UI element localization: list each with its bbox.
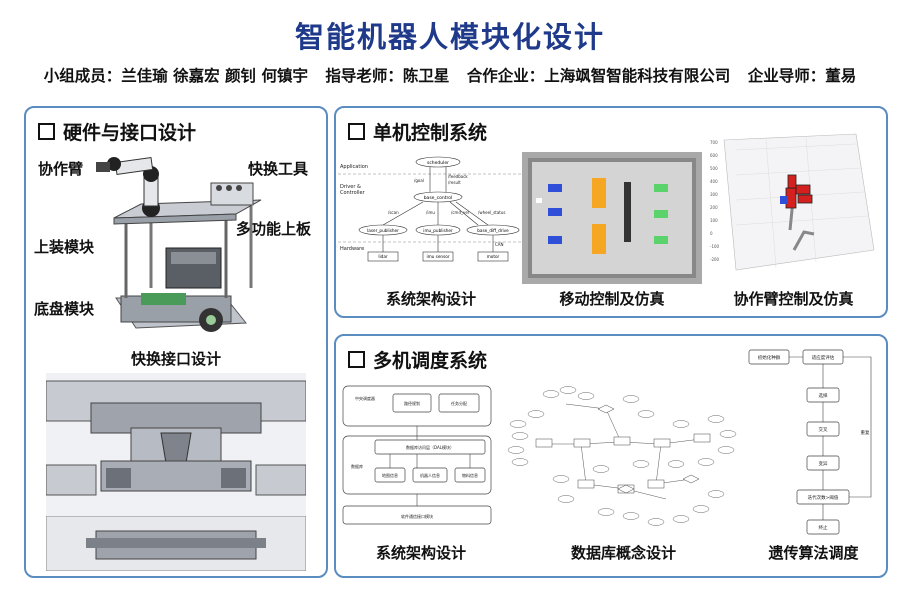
- multi-heading: 多机调度系统: [348, 346, 487, 373]
- single-heading: 单机控制系统: [348, 118, 487, 145]
- node-lidar: lidar: [378, 254, 388, 259]
- arch-robot: 机器人信息: [420, 472, 440, 478]
- advisor-line: 指导老师：陈卫星: [325, 67, 450, 85]
- multi-architecture-diagram: 中央调度器 路径规划 任务分配 数据库 数据库访问层（DAL模块） 地图信息 机…: [342, 385, 492, 525]
- database-er-diagram: [507, 386, 737, 526]
- layer-label: Controller: [340, 190, 366, 196]
- svg-text:0: 0: [710, 231, 713, 236]
- edge-label: CAN: [495, 242, 504, 247]
- square-bullet-icon: [348, 351, 365, 368]
- svg-text:-200: -200: [710, 257, 720, 262]
- single-control-panel: 单机控制系统 Application Driver & Controller H…: [334, 106, 888, 318]
- arch-db: 数据库: [351, 463, 363, 469]
- layer-label: Hardware: [340, 246, 364, 252]
- edge-label: /imu: [426, 210, 435, 215]
- hardware-heading: 硬件与接口设计: [38, 118, 196, 145]
- multi-caption-arch: 系统架构设计: [375, 544, 466, 562]
- edge-label: /feedback: [448, 174, 468, 179]
- arch-map: 地图信息: [382, 472, 398, 478]
- ga-end: 终止: [819, 524, 828, 531]
- multi-caption-db: 数据库概念设计: [570, 544, 676, 562]
- ga-cross: 交叉: [819, 426, 828, 433]
- svg-text:200: 200: [710, 205, 718, 210]
- arch-comm: 软件通信接口模块: [401, 513, 433, 519]
- svg-text:100: 100: [710, 218, 718, 223]
- layer-label: Application: [340, 164, 368, 170]
- single-architecture-diagram: Application Driver & Controller Hardware…: [338, 156, 523, 262]
- arch-central: 中央调度器: [355, 395, 375, 401]
- layer-label: Driver &: [340, 184, 361, 190]
- edge-label: /goal: [414, 178, 424, 183]
- arm-simulation-plot: 700 600 500 400 300 200 100 0 -100 -200: [706, 130, 881, 280]
- edge-label: /scan: [388, 210, 399, 215]
- label-quick-tool: 快换工具: [248, 160, 309, 178]
- interface-detail-image: [46, 516, 306, 571]
- ga-fitness: 适应度评估: [812, 354, 835, 361]
- edge-label: /wheel_status: [478, 210, 505, 215]
- square-bullet-icon: [38, 123, 55, 140]
- ga-init: 初始化种群: [758, 354, 781, 361]
- square-bullet-icon: [348, 123, 365, 140]
- node-scheduler: scheduler: [427, 160, 449, 166]
- ga-mutate: 变异: [819, 460, 828, 467]
- node-imu-sensor: imu sensor: [426, 254, 449, 259]
- ga-select: 选择: [819, 392, 828, 399]
- robot-render-image: [96, 156, 262, 332]
- node-diff-drive: base_diff_drive: [477, 228, 509, 233]
- edge-label: /cmd_vel: [451, 210, 469, 215]
- hardware-panel: 硬件与接口设计 协作臂 快换工具 多功能上板 上装模块 底盘模块 快换接口设计: [24, 106, 328, 578]
- page-title: 智能机器人模块化设计: [294, 20, 605, 54]
- svg-text:400: 400: [710, 179, 718, 184]
- multi-scheduling-panel: 多机调度系统 中央调度器 路径规划 任务分配 数据库 数据库访问层（DAL模块）: [334, 334, 888, 578]
- mobile-simulation-image: [522, 152, 702, 284]
- svg-text:500: 500: [710, 166, 718, 171]
- svg-text:-100: -100: [710, 244, 720, 249]
- svg-text:700: 700: [710, 140, 718, 145]
- arch-dal: 数据库访问层（DAL模块）: [406, 444, 454, 450]
- interface-section-image: [46, 373, 306, 518]
- multi-caption-ga: 遗传算法调度: [768, 544, 859, 562]
- label-upper-module: 上装模块: [34, 238, 95, 256]
- interface-caption: 快换接口设计: [130, 350, 221, 368]
- label-arm: 协作臂: [38, 160, 84, 178]
- svg-text:600: 600: [710, 153, 718, 158]
- company-line: 合作企业：上海飒智智能科技有限公司: [466, 67, 731, 85]
- single-caption-arm: 协作臂控制及仿真: [733, 290, 854, 308]
- ga-flowchart: 初始化种群 适应度评估 选择 交叉 变异 迭代次数>阈值 终止 重复: [748, 349, 872, 535]
- members-line: 小组成员：兰佳瑜 徐嘉宏 颜钊 何镇宇: [43, 67, 308, 85]
- node-laser: laser_publisher: [367, 228, 399, 233]
- arch-task: 任务分配: [451, 400, 467, 406]
- svg-text:300: 300: [710, 192, 718, 197]
- ga-repeat: 重复: [861, 429, 870, 436]
- company-mentor-line: 企业导师：董易: [747, 67, 857, 85]
- single-caption-mobile: 移动控制及仿真: [559, 290, 665, 308]
- edge-label: /result: [448, 180, 461, 185]
- label-top-board: 多功能上板: [236, 220, 312, 238]
- team-info: 小组成员：兰佳瑜 徐嘉宏 颜钊 何镇宇 指导老师：陈卫星 合作企业：上海飒智智能…: [0, 64, 900, 86]
- node-base-control: base_control: [424, 195, 453, 201]
- node-imu: imu_publisher: [423, 228, 453, 233]
- arch-path: 路径规划: [404, 400, 420, 406]
- node-motor: motor: [487, 254, 500, 259]
- arch-material: 物料信息: [462, 472, 478, 478]
- label-chassis: 底盘模块: [34, 300, 95, 318]
- single-caption-arch: 系统架构设计: [385, 290, 476, 308]
- ga-check: 迭代次数>阈值: [808, 494, 839, 501]
